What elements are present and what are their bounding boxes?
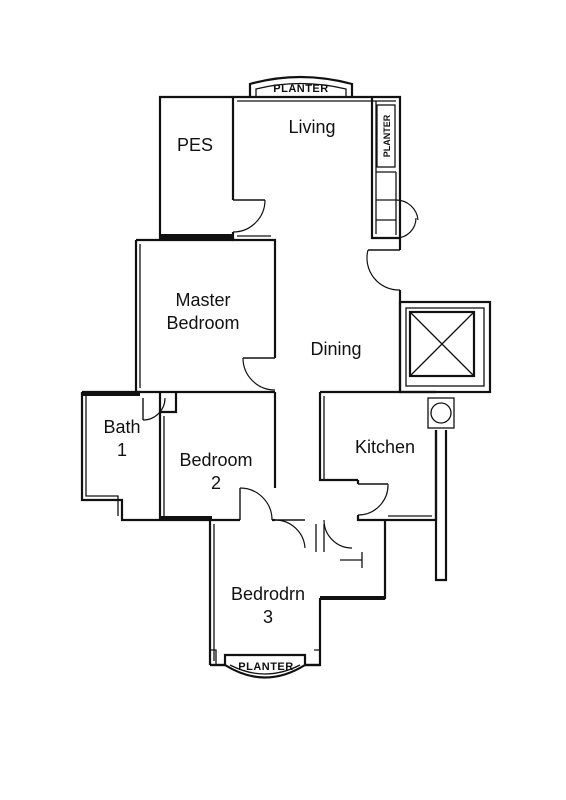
doors: [142, 199, 419, 549]
planter-top-label: PLANTER: [273, 83, 328, 95]
walls: [80, 95, 448, 667]
room-labels: PES Living Master Bedroom Dining Bath 1 …: [103, 117, 415, 627]
room-label-pes: PES: [177, 135, 213, 155]
planter-right-label: PLANTER: [382, 114, 392, 157]
room-label-kitchen: Kitchen: [355, 437, 415, 457]
room-label-living: Living: [288, 117, 335, 137]
service-hole: [427, 397, 455, 429]
room-label-bedroom3-line2: 3: [263, 607, 273, 627]
planter-right: PLANTER: [376, 104, 396, 168]
room-label-bedroom2-line2: 2: [211, 473, 221, 493]
room-label-bedroom2-line1: Bedroom: [179, 450, 252, 470]
room-label-master-line1: Master: [175, 290, 230, 310]
room-label-bath-line2: 1: [117, 440, 127, 460]
planter-bottom: PLANTER: [210, 649, 321, 679]
room-label-bedroom3-line1: Bedrodrn: [231, 584, 305, 604]
planter-bottom-label: PLANTER: [238, 661, 293, 673]
planter-top: PLANTER: [248, 75, 354, 97]
room-label-bath-line1: Bath: [103, 417, 140, 437]
room-label-master-line2: Bedroom: [166, 313, 239, 333]
lift-shaft: [398, 300, 492, 394]
room-label-dining: Dining: [310, 339, 361, 359]
